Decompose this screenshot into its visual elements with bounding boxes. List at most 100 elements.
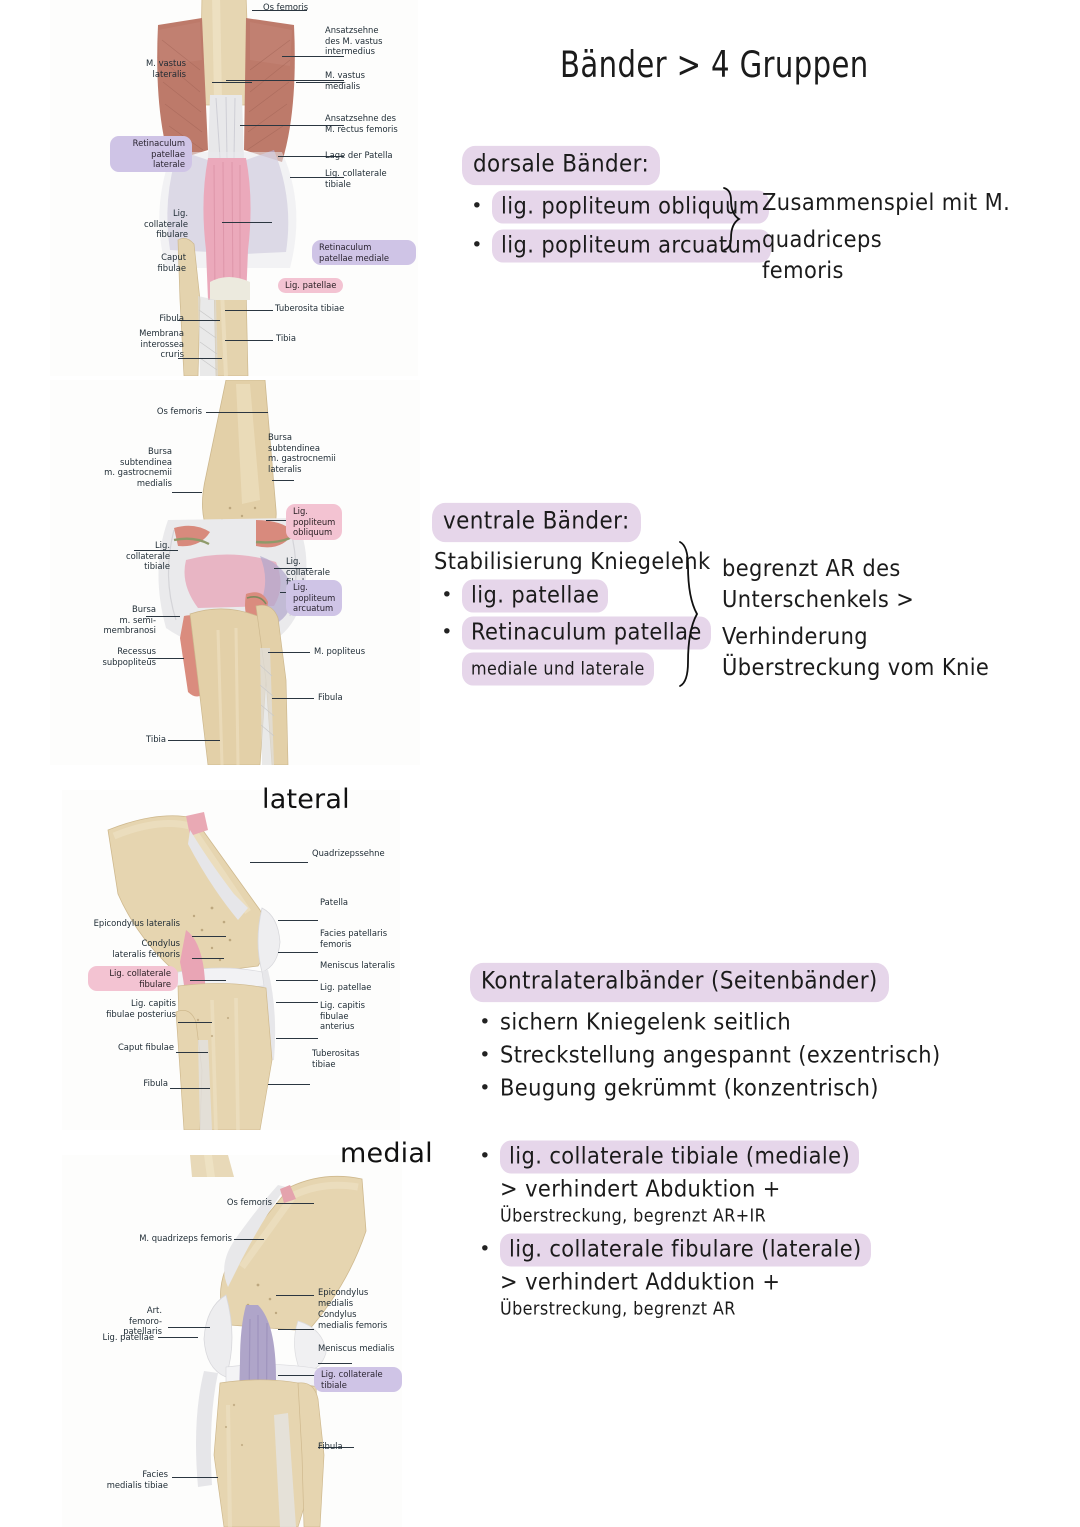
leader-line bbox=[272, 698, 314, 699]
bullet-text: Beugung gekrümmt (konzentrisch) bbox=[500, 1074, 879, 1102]
figure-label: Os femoris bbox=[263, 2, 309, 12]
bullet-text: Retinaculum patellae bbox=[462, 616, 711, 650]
leader-line bbox=[278, 1375, 316, 1376]
bullet-marker: • bbox=[479, 1145, 491, 1167]
leader-line bbox=[168, 1327, 210, 1328]
list-item: • lig. popliteum arcuatum bbox=[462, 229, 1062, 263]
bullet-text-continued: mediale und laterale bbox=[462, 652, 654, 686]
bullet-rest: > verhindert Abduktion + bbox=[500, 1175, 781, 1203]
ventral-bullet-list: • lig. patellae • Retinaculum patellae bbox=[432, 579, 722, 650]
figure-posterior-knee: Os femoris Bursa subtendinea m. gastrocn… bbox=[50, 380, 420, 765]
leader-line bbox=[148, 658, 184, 659]
figure-label: Lig. patellae bbox=[102, 1332, 154, 1342]
figure-label: Tibia bbox=[276, 333, 296, 343]
figure-label: Bursa subtendinea m. gastrocnemii medial… bbox=[104, 446, 172, 488]
note-heading-dorsal: dorsale Bänder: bbox=[462, 145, 661, 186]
figure-label: Tuberosita tibiae bbox=[275, 303, 345, 313]
leader-line bbox=[296, 82, 344, 83]
figure-label-highlight: Lig. popliteum obliquum bbox=[286, 504, 343, 540]
leader-line bbox=[234, 1239, 264, 1240]
figure-label: Lage der Patella bbox=[325, 150, 393, 160]
leader-line bbox=[278, 156, 344, 157]
figure-label: Art. femoro- patellaris bbox=[123, 1305, 162, 1337]
bullet-text: lig. popliteum arcuatum bbox=[492, 229, 772, 263]
leader-line bbox=[272, 480, 294, 481]
bullet-marker: • bbox=[441, 584, 453, 606]
figure-label: Tibia bbox=[146, 734, 166, 744]
figure-lateral-knee: Quadrizepssehne Patella Epicondylus late… bbox=[62, 790, 400, 1130]
figure-label: Lig. capitis fibulae posterius bbox=[106, 998, 176, 1019]
note-collateral-detail: • lig. collaterale tibiale (mediale) > v… bbox=[470, 1140, 1060, 1322]
figure-label: Facies patellaris femoris bbox=[320, 928, 388, 949]
leader-line bbox=[236, 80, 344, 81]
bullet-text: sichern Kniegelenk seitlich bbox=[500, 1008, 792, 1036]
leader-line bbox=[278, 1329, 314, 1330]
leader-line bbox=[170, 1088, 210, 1089]
collateral-detail-list: • lig. collaterale tibiale (mediale) > v… bbox=[470, 1140, 1060, 1206]
bullet-rest: > verhindert Adduktion + bbox=[500, 1268, 781, 1296]
annotation-line: Zusammenspiel mit M. quadriceps bbox=[762, 188, 1011, 253]
annotation-line: Unterschenkels > Verhinderung bbox=[722, 585, 915, 650]
leader-line bbox=[190, 980, 226, 981]
bullet-text: Streckstellung angespannt (exzentrisch) bbox=[500, 1041, 941, 1069]
figure-label: Tuberositas tibiae bbox=[312, 1048, 360, 1069]
leader-line bbox=[276, 1203, 314, 1204]
list-item: • lig. patellae bbox=[432, 579, 722, 613]
figure-label: Fibula bbox=[159, 313, 184, 323]
note-collateral-ligaments: Kontralateralbänder (Seitenbänder) • sic… bbox=[470, 962, 1050, 1105]
leader-line bbox=[250, 862, 308, 863]
figure-label: Lig. collaterale fibulare bbox=[143, 208, 188, 240]
leader-line bbox=[176, 1052, 208, 1053]
list-item: • lig. collaterale fibulare (laterale) >… bbox=[470, 1233, 1060, 1299]
collateral-bullet-list: • sichern Kniegelenk seitlich • Streckst… bbox=[470, 1006, 1050, 1105]
note-heading-ventral: ventrale Bänder: bbox=[432, 502, 641, 543]
figure-label: M. quadrizeps femoris bbox=[139, 1233, 232, 1243]
figure-label: Os femoris bbox=[156, 406, 202, 416]
brace-dorsal bbox=[718, 186, 744, 252]
page-title: Bänder > 4 Gruppen bbox=[560, 44, 869, 87]
figure-label: Bursa m. semi- membranosi bbox=[103, 604, 156, 636]
bullet-highlight-term: lig. collaterale fibulare (laterale) bbox=[500, 1233, 871, 1267]
figure-label: M. vastus medialis bbox=[325, 70, 365, 91]
figure-label: Caput fibulae bbox=[117, 1042, 174, 1052]
leader-line bbox=[240, 125, 344, 126]
leader-line bbox=[278, 952, 318, 953]
leader-line bbox=[276, 1002, 318, 1003]
leader-line bbox=[318, 1447, 354, 1448]
dorsal-bullet-list: • lig. popliteum obliquum • lig. poplite… bbox=[462, 190, 1062, 263]
bullet-highlight-term: lig. collaterale tibiale (mediale) bbox=[500, 1140, 860, 1174]
figure-label: Fibula bbox=[318, 692, 343, 702]
lateral-knee-illustration bbox=[62, 790, 400, 1130]
figure-label: Bursa subtendinea m. gastrocnemii latera… bbox=[268, 432, 336, 474]
leader-line bbox=[276, 1295, 314, 1296]
figure-label: Ansatzsehne des M. rectus femoris bbox=[325, 113, 398, 134]
figure-label-highlight: Lig. collaterale tibiale bbox=[314, 1367, 402, 1393]
leader-line bbox=[134, 550, 178, 551]
list-item: • lig. collaterale tibiale (mediale) > v… bbox=[470, 1140, 1060, 1206]
medial-knee-illustration bbox=[62, 1155, 402, 1527]
leader-line bbox=[268, 652, 310, 653]
leader-line bbox=[225, 340, 273, 341]
leader-line bbox=[268, 1084, 310, 1085]
leader-line bbox=[146, 616, 180, 617]
note-heading-collateral: Kontralateralbänder (Seitenbänder) bbox=[470, 962, 889, 1003]
figure-label: Ansatzsehne des M. vastus intermedius bbox=[325, 25, 383, 57]
figure-label: Fibula bbox=[318, 1441, 343, 1451]
bullet-marker: • bbox=[471, 234, 483, 256]
figure-label-highlight: Lig. collaterale fibulare bbox=[88, 966, 178, 992]
annotation-line: femoris bbox=[762, 256, 844, 284]
figure-label-highlight: Lig. popliteum arcuatum bbox=[286, 580, 343, 616]
leader-line bbox=[222, 222, 272, 223]
note-ventral-annotation: begrenzt AR des Unterschenkels > Verhind… bbox=[722, 552, 1042, 684]
leader-line bbox=[178, 1022, 212, 1023]
figure-label: Recessus subpopliteus bbox=[102, 646, 156, 667]
note-ventral-ligaments: ventrale Bänder: Stabilisierung Kniegele… bbox=[432, 502, 722, 686]
posterior-knee-illustration bbox=[50, 380, 420, 765]
collateral-detail-list-2: • lig. collaterale fibulare (laterale) >… bbox=[470, 1233, 1060, 1299]
bullet-text: lig. popliteum obliquum bbox=[492, 190, 769, 224]
figure-label: Lig. capitis fibulae anterius bbox=[320, 1000, 365, 1032]
figure-label: Patella bbox=[320, 897, 349, 907]
leader-line bbox=[282, 56, 344, 57]
figure-label: M. vastus lateralis bbox=[146, 58, 186, 79]
figure-label: Lig. collaterale tibiale bbox=[125, 540, 170, 572]
